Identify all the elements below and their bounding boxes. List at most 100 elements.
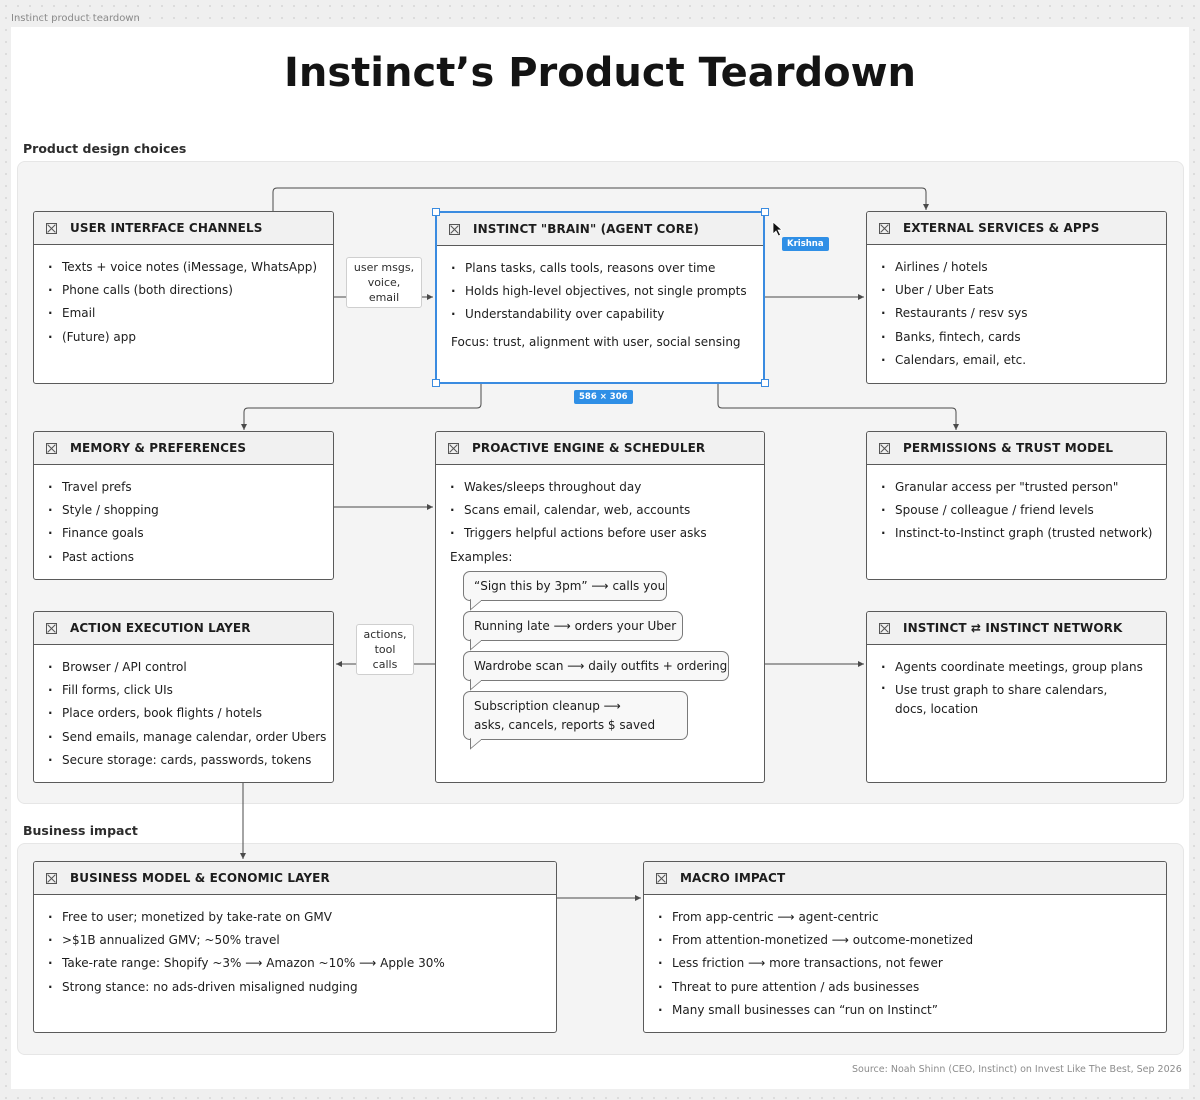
resize-handle-bottom-left[interactable] [432,379,440,387]
box-header: MACRO IMPACT [644,862,1166,895]
box-list: Travel prefs Style / shopping Finance go… [34,465,333,569]
example-bubble[interactable]: Subscription cleanup ⟶ asks, cancels, re… [463,691,688,750]
list-item: From attention-monetized ⟶ outcome-monet… [658,929,1166,952]
box-user-interface-channels[interactable]: USER INTERFACE CHANNELS Texts + voice no… [33,211,334,384]
list-item: Free to user; monetized by take-rate on … [48,906,556,929]
list-item: (Future) app [48,326,333,349]
section-business-label[interactable]: Business impact [13,821,148,841]
edge-label-line: user msgs, [353,261,415,274]
example-bubble[interactable]: Wardrobe scan ⟶ daily outfits + ordering [463,651,729,691]
list-item: From app-centric ⟶ agent-centric [658,906,1166,929]
box-title: MEMORY & PREFERENCES [70,441,247,455]
collaborator-badge: Krishna [782,237,829,251]
collapse-icon[interactable] [46,872,57,884]
list-item: Strong stance: no ads-driven misaligned … [48,976,556,999]
box-business-model[interactable]: BUSINESS MODEL & ECONOMIC LAYER Free to … [33,861,557,1033]
list-item: Understandability over capability [451,303,763,326]
list-item: Finance goals [48,522,333,545]
collapse-icon[interactable] [879,442,890,454]
box-list: Wakes/sleeps throughout day Scans email,… [436,465,764,546]
list-item: Less friction ⟶ more transactions, not f… [658,952,1166,975]
box-title: PERMISSIONS & TRUST MODEL [903,441,1114,455]
box-title: INSTINCT "BRAIN" (AGENT CORE) [473,222,699,236]
list-item: Threat to pure attention / ads businesse… [658,976,1166,999]
list-item: Secure storage: cards, passwords, tokens [48,749,333,772]
box-action-execution[interactable]: ACTION EXECUTION LAYER Browser / API con… [33,611,334,783]
list-item: Travel prefs [48,476,333,499]
collapse-icon[interactable] [656,872,667,884]
edge-label-line: actions, [363,628,407,641]
selection-size-badge: 586 × 306 [574,390,633,404]
list-item: Agents coordinate meetings, group plans [881,656,1156,679]
list-item: Triggers helpful actions before user ask… [450,522,764,545]
example-bubble[interactable]: “Sign this by 3pm” ⟶ calls you [463,571,667,611]
list-item: Style / shopping [48,499,333,522]
box-external-services[interactable]: EXTERNAL SERVICES & APPS Airlines / hote… [866,211,1167,384]
list-item: Place orders, book flights / hotels [48,702,333,725]
box-header: MEMORY & PREFERENCES [34,432,333,465]
box-list: Texts + voice notes (iMessage, WhatsApp)… [34,245,333,349]
box-title: ACTION EXECUTION LAYER [70,621,251,635]
collapse-icon[interactable] [448,442,459,454]
list-item: Granular access per "trusted person" [881,476,1166,499]
edge-label-user-msgs[interactable]: user msgs, voice, email [346,257,422,308]
collapse-icon[interactable] [449,223,460,235]
box-title: MACRO IMPACT [680,871,786,885]
box-instinct-brain[interactable]: INSTINCT "BRAIN" (AGENT CORE) Plans task… [435,211,765,384]
collapse-icon[interactable] [46,622,57,634]
box-title: USER INTERFACE CHANNELS [70,221,263,235]
example-text: Running late ⟶ orders your Uber [474,619,677,633]
edge-label-line: voice, email [367,276,401,304]
list-item: Wakes/sleeps throughout day [450,476,764,499]
box-header: INSTINCT ⇄ INSTINCT NETWORK [867,612,1166,645]
box-title: INSTINCT ⇄ INSTINCT NETWORK [903,621,1123,635]
list-item: Texts + voice notes (iMessage, WhatsApp) [48,256,333,279]
list-item: Send emails, manage calendar, order Uber… [48,726,333,749]
list-item: Calendars, email, etc. [881,349,1166,372]
collapse-icon[interactable] [879,222,890,234]
box-list: Plans tasks, calls tools, reasons over t… [437,246,763,327]
list-item: >$1B annualized GMV; ~50% travel [48,929,556,952]
list-item: Uber / Uber Eats [881,279,1166,302]
examples-label: Examples: [450,549,513,564]
example-text: Subscription cleanup ⟶ [474,699,621,713]
list-item: Airlines / hotels [881,256,1166,279]
box-macro-impact[interactable]: MACRO IMPACT From app-centric ⟶ agent-ce… [643,861,1167,1033]
list-item: Holds high-level objectives, not single … [451,280,763,303]
list-item: Past actions [48,546,333,569]
box-memory-preferences[interactable]: MEMORY & PREFERENCES Travel prefs Style … [33,431,334,580]
frame-label[interactable]: Instinct product teardown [11,13,140,24]
resize-handle-top-right[interactable] [761,208,769,216]
source-caption: Source: Noah Shinn (CEO, Instinct) on In… [852,1064,1182,1075]
box-permissions-trust[interactable]: PERMISSIONS & TRUST MODEL Granular acces… [866,431,1167,580]
collapse-icon[interactable] [46,442,57,454]
collapse-icon[interactable] [46,222,57,234]
list-item: Fill forms, click UIs [48,679,333,702]
resize-handle-bottom-right[interactable] [761,379,769,387]
example-text: asks, cancels, reports $ saved [474,718,656,732]
edge-label-line: tool calls [372,643,398,671]
edge-label-actions[interactable]: actions, tool calls [356,624,414,675]
page-title[interactable]: Instinct’s Product Teardown [284,50,916,96]
list-item: Many small businesses can “run on Instin… [658,999,1166,1022]
box-list: Agents coordinate meetings, group plans … [867,645,1166,721]
box-title: PROACTIVE ENGINE & SCHEDULER [472,441,706,455]
box-header: PERMISSIONS & TRUST MODEL [867,432,1166,465]
section-design-label[interactable]: Product design choices [13,139,197,159]
box-header: BUSINESS MODEL & ECONOMIC LAYER [34,862,556,895]
box-header: EXTERNAL SERVICES & APPS [867,212,1166,245]
example-bubble[interactable]: Running late ⟶ orders your Uber [463,611,683,651]
box-header: PROACTIVE ENGINE & SCHEDULER [436,432,764,465]
collapse-icon[interactable] [879,622,890,634]
box-title: BUSINESS MODEL & ECONOMIC LAYER [70,871,330,885]
list-item: Restaurants / resv sys [881,302,1166,325]
list-item: Scans email, calendar, web, accounts [450,499,764,522]
list-item: Use trust graph to share calendars, docs… [881,679,1125,721]
box-header: INSTINCT "BRAIN" (AGENT CORE) [437,213,763,246]
box-list: Granular access per "trusted person" Spo… [867,465,1166,546]
box-instinct-network[interactable]: INSTINCT ⇄ INSTINCT NETWORK Agents coord… [866,611,1167,783]
box-title: EXTERNAL SERVICES & APPS [903,221,1100,235]
box-list: Airlines / hotels Uber / Uber Eats Resta… [867,245,1166,372]
list-item: Instinct-to-Instinct graph (trusted netw… [881,522,1166,545]
resize-handle-top-left[interactable] [432,208,440,216]
